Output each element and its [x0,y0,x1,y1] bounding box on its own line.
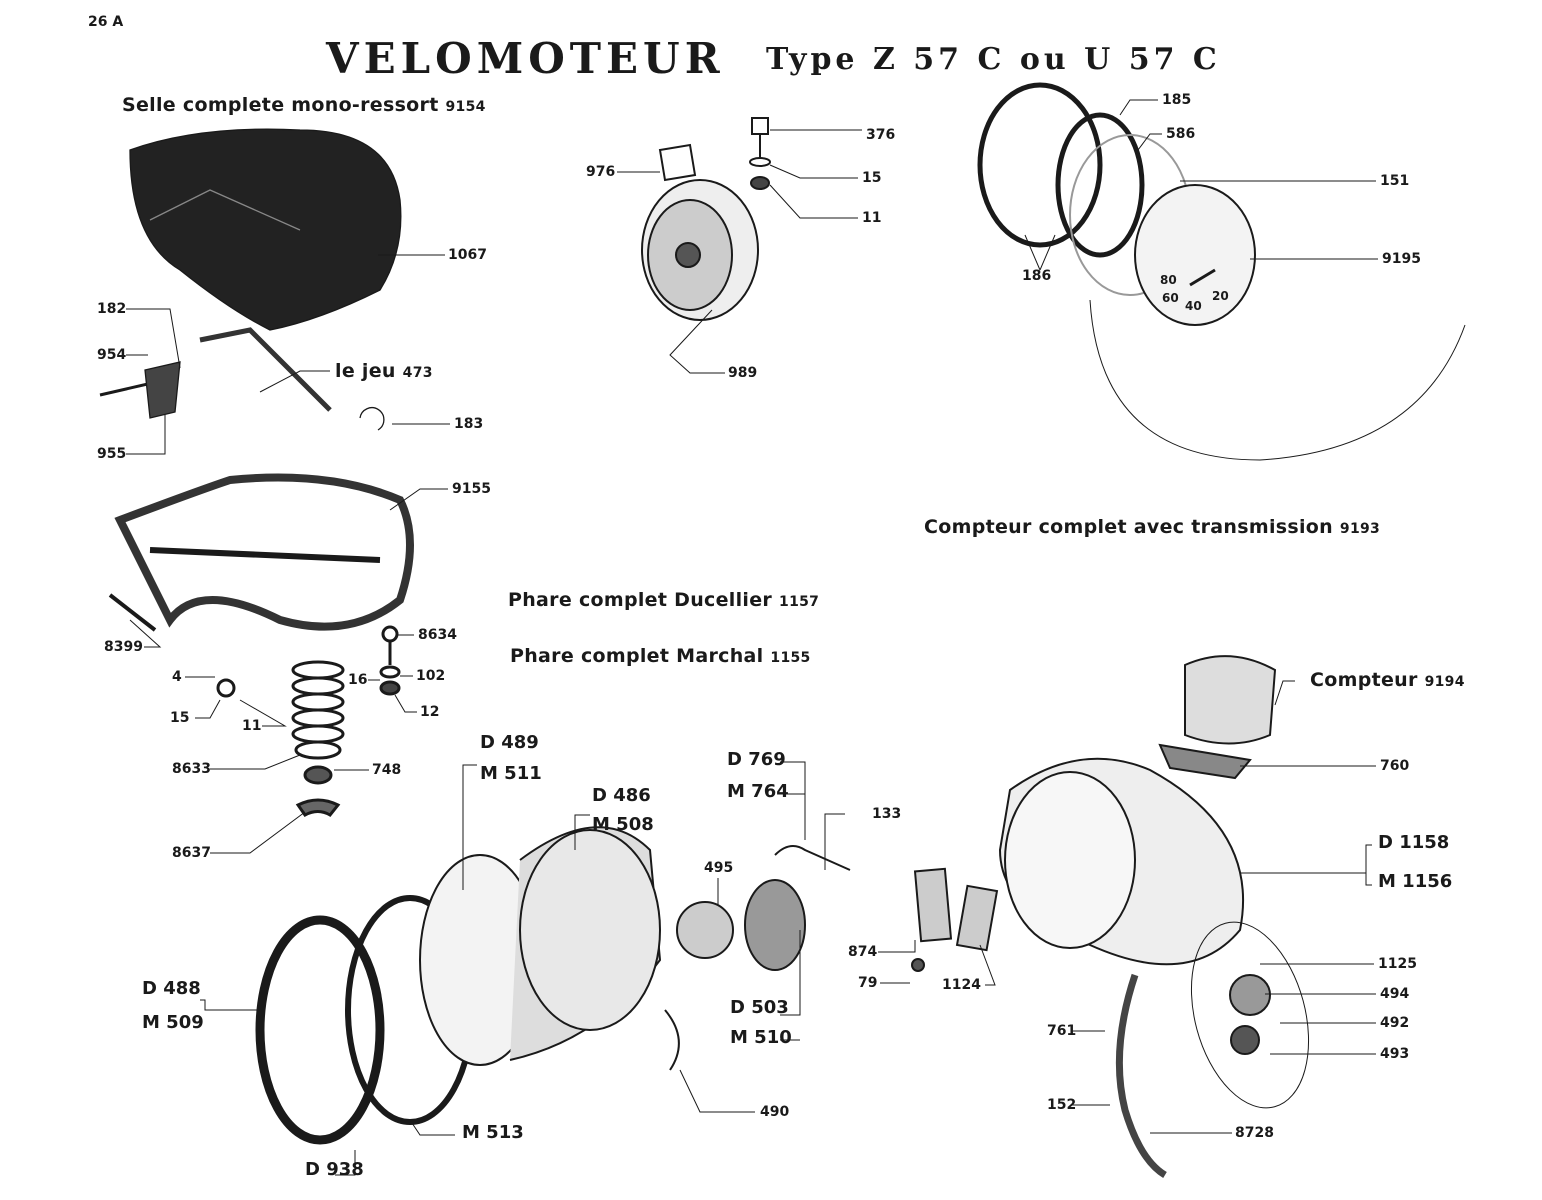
headlight-illustration [255,826,851,1145]
page-title: VELOMOTEUR [326,34,725,83]
callout: 376 [866,127,896,143]
caption-text: Phare complet Marchal [510,645,764,667]
callout: 152 [1047,1097,1077,1113]
callout: 492 [1380,1015,1410,1031]
caption-text: Compteur complet avec transmission [924,516,1333,538]
callout: 1124 [942,977,981,993]
callout: 11 [862,210,882,226]
callout: 976 [586,164,616,180]
callout: 151 [1380,173,1410,189]
callout: 1125 [1378,956,1417,972]
compteur-housing-illustration [911,655,1310,1179]
callout: 493 [1380,1046,1410,1062]
callout: 490 [760,1104,790,1120]
dial-80: 80 [1160,273,1177,287]
horn-illustration [641,117,771,321]
callout: M 764 [727,781,789,802]
saddle-frame-illustration [108,473,414,632]
callout: 185 [1162,92,1192,108]
callout: D 488 [142,978,201,999]
callout: 8634 [418,627,457,643]
callout: M 1156 [1378,871,1453,892]
callout: M 510 [730,1027,792,1048]
callout: D 489 [480,732,539,753]
dial-20: 20 [1212,289,1229,303]
caption-ref: 9154 [445,99,486,115]
page-subtitle: Type Z 57 C ou U 57 C [766,42,1221,77]
callout: D 486 [592,785,651,806]
callout: 16 [348,672,368,688]
page-number: 26 A [88,14,124,30]
spring-illustration [216,625,401,817]
callout: 183 [454,416,484,432]
callout: 761 [1047,1023,1077,1039]
caption-ref: 473 [402,365,433,381]
callout: 102 [416,668,446,684]
callout: 15 [862,170,882,186]
callout: 874 [848,944,878,960]
callout: M 511 [480,763,542,784]
callout: 989 [728,365,758,381]
caption-text: Selle complete mono-ressort [122,94,439,116]
callout: D 769 [727,749,786,770]
callout: 4 [172,669,182,685]
caption-speedo-full: Compteur complet avec transmission 9193 [924,516,1380,538]
callout: 495 [704,860,734,876]
caption-phare-marchal: Phare complet Marchal 1155 [510,645,811,667]
dial-40: 40 [1185,299,1202,313]
caption-ref: 1157 [779,594,820,610]
callout: D 1158 [1378,832,1450,853]
callout: 954 [97,347,127,363]
callout: 1067 [448,247,487,263]
caption-text: le jeu [335,360,396,382]
callout: 79 [858,975,878,991]
callout: 15 [170,710,190,726]
dial-60: 60 [1162,291,1179,305]
callout: 8637 [172,845,211,861]
callout: 955 [97,446,127,462]
callout: 586 [1166,126,1196,142]
caption-phare-ducellier: Phare complet Ducellier 1157 [508,589,819,611]
callout: 12 [420,704,440,720]
callout: 748 [372,762,402,778]
callout: 8633 [172,761,211,777]
callout: 8728 [1235,1125,1274,1141]
callout: M 509 [142,1012,204,1033]
callout: 9155 [452,481,491,497]
saddle-illustration [99,128,402,431]
callout: 182 [97,301,127,317]
callout: 8399 [104,639,143,655]
callout: 760 [1380,758,1410,774]
caption-compteur: Compteur 9194 [1310,669,1465,691]
caption-ref: 1155 [770,650,811,666]
caption-ref: 9194 [1424,674,1465,690]
callout: 9195 [1382,251,1421,267]
callout: M 508 [592,814,654,835]
caption-text: Phare complet Ducellier [508,589,773,611]
leader-lines [126,99,1378,1176]
callout: 133 [872,806,902,822]
callout: 186 [1022,268,1052,284]
speedometer-illustration [977,82,1466,461]
callout: M 513 [462,1122,524,1143]
callout: D 938 [305,1159,364,1180]
caption-text: Compteur [1310,669,1418,691]
callout: D 503 [730,997,789,1018]
caption-saddle: Selle complete mono-ressort 9154 [122,94,486,116]
caption-set: le jeu 473 [335,360,433,382]
callout: 494 [1380,986,1410,1002]
caption-ref: 9193 [1339,521,1381,537]
callout: 11 [242,718,262,734]
